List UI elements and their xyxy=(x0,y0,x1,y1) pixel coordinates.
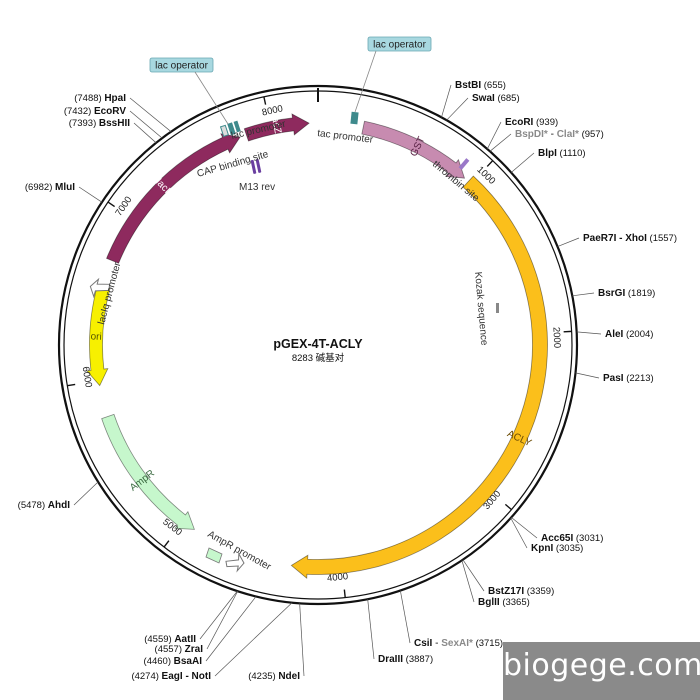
site-connector xyxy=(367,599,375,660)
feature-gst-arrow xyxy=(361,120,466,179)
restriction-site-label[interactable]: PaeR7I - XhoI (1557) xyxy=(583,233,677,244)
site-connector xyxy=(510,152,535,173)
restriction-site-label[interactable]: BlpI (1110) xyxy=(538,148,586,159)
tick-mark xyxy=(67,383,76,387)
site-connector xyxy=(575,372,600,379)
tac-lac-operator-marker xyxy=(350,111,359,125)
restriction-site-label[interactable]: (4559) AatII xyxy=(144,634,196,645)
restriction-site-label[interactable]: (7488) HpaI xyxy=(74,93,126,104)
restriction-site-label[interactable]: AleI (2004) xyxy=(605,329,653,340)
site-connector xyxy=(399,590,411,644)
feature-ampr-arrow xyxy=(101,413,195,530)
laciq-promoter-arrow xyxy=(89,277,111,299)
restriction-site-label[interactable]: BspDI* - ClaI* (957) xyxy=(515,129,604,140)
feature-acly-arrow xyxy=(290,175,548,580)
site-connector xyxy=(214,602,293,677)
restriction-site-label[interactable]: (7432) EcoRV xyxy=(64,106,126,117)
lac-operator-callout-1: lac operator xyxy=(149,57,229,125)
site-connector xyxy=(510,517,528,549)
feature-label: lacZα xyxy=(269,114,284,140)
lac-operator-marker-left xyxy=(227,122,236,136)
site-connector xyxy=(511,517,538,539)
tick-mark xyxy=(163,540,170,548)
feature-label: ori xyxy=(90,331,102,342)
kozak-marker xyxy=(496,303,499,313)
tick-mark xyxy=(504,503,512,511)
restriction-site-label[interactable]: BstBI (655) xyxy=(455,80,506,91)
lac-operator-label-1: lac operator xyxy=(155,61,208,72)
site-connector xyxy=(206,591,239,650)
site-connector xyxy=(461,560,475,603)
restriction-site-label[interactable]: (4460) BsaAI xyxy=(144,656,203,667)
tick-label: 6000 xyxy=(80,366,94,389)
site-connector xyxy=(78,186,103,203)
site-connector xyxy=(205,596,257,662)
plasmid-title: pGEX-4T-ACLY xyxy=(273,337,363,351)
site-connector xyxy=(572,292,595,297)
restriction-site-label[interactable]: (4235) NdeI xyxy=(248,671,300,682)
watermark: biogege.com xyxy=(503,642,700,700)
restriction-site-label[interactable]: BglII (3365) xyxy=(478,597,530,608)
restriction-site-label[interactable]: PasI (2213) xyxy=(603,373,654,384)
ampr-promoter-box xyxy=(205,547,223,564)
tick-label: 4000 xyxy=(327,571,349,584)
m13-marker-a xyxy=(250,159,257,174)
tick-mark xyxy=(263,96,267,105)
restriction-site-label[interactable]: CsiI - SexAI* (3715) xyxy=(414,638,503,649)
site-connector xyxy=(576,331,602,335)
restriction-site-label[interactable]: (4557) ZraI xyxy=(155,644,204,655)
site-connector xyxy=(462,559,485,592)
site-connector xyxy=(73,481,99,506)
kozak-label: Kozak sequence xyxy=(472,271,489,346)
feature-lacz-arrow xyxy=(243,113,310,142)
tick-mark xyxy=(343,589,346,598)
site-connector xyxy=(486,121,502,150)
lac-operator-callout-2: lac operator xyxy=(354,36,432,113)
tick-mark xyxy=(486,160,494,167)
lac-operator-label-2: lac operator xyxy=(373,40,426,51)
restriction-site-label[interactable]: (7393) BssHII xyxy=(69,118,130,129)
restriction-site-label[interactable]: BsrGI (1819) xyxy=(598,288,655,299)
tick-mark xyxy=(107,201,116,208)
site-connector xyxy=(557,237,580,247)
site-connector xyxy=(446,97,469,121)
restriction-site-label[interactable]: (4274) EagI - NotI xyxy=(131,671,211,682)
m13-marker-b xyxy=(255,158,262,173)
feature-laci-arrow xyxy=(106,133,241,264)
site-connector xyxy=(299,603,305,677)
restriction-site-label[interactable]: BstZ17I (3359) xyxy=(488,586,554,597)
site-connector xyxy=(199,590,238,640)
site-connector xyxy=(441,84,452,118)
tick-label: 2000 xyxy=(550,327,562,349)
m13-rev-label: M13 rev xyxy=(239,182,275,193)
restriction-site-label[interactable]: SwaI (685) xyxy=(472,93,520,104)
backbone-outer xyxy=(57,84,579,606)
restriction-site-label[interactable]: Acc65I (3031) xyxy=(541,533,603,544)
restriction-site-label[interactable]: EcoRI (939) xyxy=(505,117,558,128)
lac-promoter-marker xyxy=(219,124,230,138)
thrombin-marker xyxy=(458,158,470,170)
site-connector xyxy=(129,110,163,139)
ampr-promoter-arrow xyxy=(225,552,245,573)
restriction-site-label[interactable]: DraIII (3887) xyxy=(378,654,433,665)
site-connector xyxy=(133,122,157,144)
restriction-site-label[interactable]: (6982) MluI xyxy=(25,182,75,193)
restriction-site-label[interactable]: (5478) AhdI xyxy=(18,500,71,511)
tick-label: 8000 xyxy=(261,103,284,118)
plasmid-length: 8283 碱基对 xyxy=(292,352,345,364)
site-connector xyxy=(489,133,512,152)
site-connector xyxy=(129,97,172,132)
restriction-site-label[interactable]: KpnI (3035) xyxy=(531,543,583,554)
cap-site-marker xyxy=(233,120,241,133)
